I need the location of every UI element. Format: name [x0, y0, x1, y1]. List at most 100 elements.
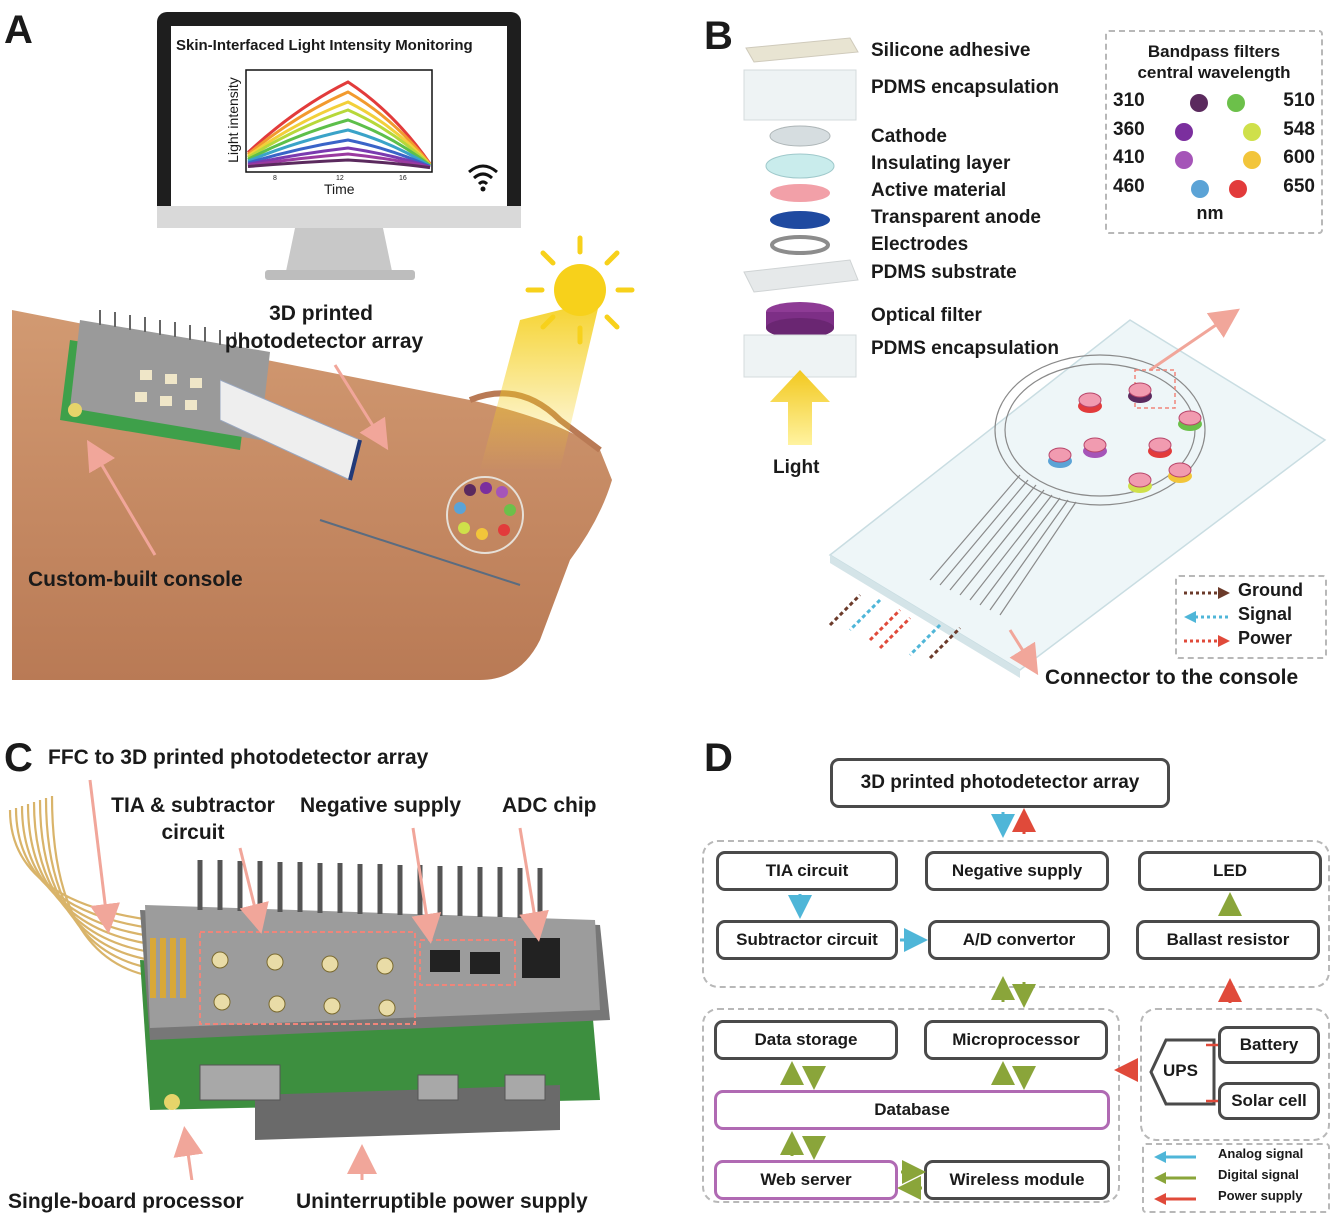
d-legend-arrow: [1154, 1172, 1196, 1184]
layer-label-4: Active material: [871, 180, 1007, 201]
label-tia-line2: circuit: [161, 821, 225, 844]
device-pixel: [1128, 382, 1152, 398]
chart-curve: [247, 90, 432, 166]
flow-arrows: [780, 808, 1242, 1200]
d-legend-box: [1142, 1143, 1330, 1213]
chart-curve: [247, 128, 431, 168]
layer-label-9: PDMS encapsulation: [871, 338, 1059, 359]
device-pixel: [1048, 447, 1072, 463]
chart-curve: [246, 80, 432, 165]
legend-arrow: [1184, 635, 1230, 647]
layer-label-7: PDMS substrate: [871, 262, 1017, 283]
box-led: LED: [1138, 851, 1322, 891]
d-legend-label: Digital signal: [1218, 1167, 1299, 1182]
digital-group: [702, 1008, 1120, 1203]
legend-label: Ground: [1238, 580, 1303, 600]
panel-d: D 3D printed photodetector array TIA cir…: [660, 710, 1333, 1217]
box-adc: A/D convertor: [928, 920, 1110, 960]
filter-right-dot: [1229, 179, 1247, 198]
filter-rows: 310 510 360 548 410 600 460 650: [1113, 90, 1315, 210]
panel-b-letter: B: [704, 14, 733, 58]
label-tia-line1: TIA & subtractor: [111, 794, 275, 817]
d-legend-arrow: [1154, 1193, 1196, 1205]
filter-left-dot: [1190, 94, 1208, 112]
label-sbp: Single-board processor: [8, 1190, 244, 1213]
filter-right-dot: [1243, 122, 1261, 141]
chart-curve: [247, 100, 432, 166]
photodetector-patch: [446, 476, 524, 554]
circuit-board-illustration: [8, 779, 610, 1180]
device-pixel: [1078, 392, 1102, 408]
label-console: Custom-built console: [28, 568, 243, 591]
filter-right-nm: 548: [1283, 118, 1315, 140]
sun-icon: [525, 235, 635, 345]
chart-curve: [247, 146, 431, 169]
patch-dot: [476, 528, 488, 540]
device-pixel: [1148, 437, 1172, 453]
layer-label-6: Electrodes: [871, 234, 969, 255]
device-pixel: [1168, 462, 1192, 478]
x-axis-label: Time: [324, 181, 355, 197]
label-array-line2: photodetector array: [224, 330, 424, 353]
pointer-arrows: [86, 364, 389, 556]
patch-dot: [504, 504, 516, 516]
filter-left-nm: 360: [1113, 118, 1145, 140]
label-adc: ADC chip: [502, 794, 597, 817]
box-wireless: Wireless module: [924, 1160, 1110, 1200]
monitor-icon: [157, 12, 521, 280]
legend-label: Power: [1238, 628, 1293, 648]
box-microprocessor: Microprocessor: [924, 1020, 1108, 1060]
power-group: [1140, 1008, 1330, 1141]
filter-right-nm: 510: [1283, 90, 1315, 111]
chart-curve: [247, 108, 432, 167]
monitor-chart: [245, 69, 433, 173]
patch-dot: [458, 522, 470, 534]
box-negative-supply: Negative supply: [925, 851, 1109, 891]
patch-dot: [496, 486, 508, 498]
panel-c-letter: C: [4, 736, 33, 780]
panel-a-letter: A: [4, 8, 33, 52]
chart-curve: [247, 158, 431, 170]
layer-label-8: Optical filter: [871, 305, 982, 326]
d-legend-arrow: [1154, 1151, 1196, 1163]
filter-left-dot: [1175, 122, 1193, 141]
patch-dot: [498, 524, 510, 536]
filters-unit: nm: [1196, 203, 1224, 223]
patch-dot: [454, 502, 466, 514]
device-pixel: [1083, 437, 1107, 453]
patch-dot: [464, 484, 476, 496]
box-battery: Battery: [1218, 1026, 1320, 1064]
panel-c: C FFC to 3D printed photodetector array …: [0, 710, 660, 1217]
box-subtractor: Subtractor circuit: [716, 920, 898, 960]
filters-title-line2: central wavelength: [1137, 63, 1291, 82]
layer-label-0: Silicone adhesive: [871, 40, 1031, 61]
signal-legend-box: [1175, 575, 1327, 659]
filter-left-nm: 310: [1113, 90, 1145, 111]
chart-curve: [247, 152, 431, 169]
x-tick-12: 12: [336, 175, 344, 182]
layer-label-3: Insulating layer: [871, 153, 1011, 174]
filter-right-nm: 650: [1283, 175, 1315, 197]
legend-label: Signal: [1238, 604, 1293, 624]
ffc-ribbon: [220, 379, 362, 481]
device-pixel: [1128, 472, 1152, 488]
chart-curve: [247, 118, 431, 167]
box-database: Database: [714, 1090, 1110, 1130]
ups-shape: [1149, 1038, 1216, 1106]
connector-label: Connector to the console: [1045, 666, 1299, 689]
legend-arrow: [1184, 587, 1230, 599]
layer-stack: [743, 37, 859, 445]
filters-box: [1105, 30, 1323, 234]
filter-left-nm: 460: [1113, 175, 1145, 197]
legend-arrow: [1184, 611, 1228, 623]
filter-right-dot: [1227, 94, 1245, 112]
label-negative: Negative supply: [300, 794, 462, 817]
chart-frame: [245, 69, 433, 173]
filter-right-nm: 600: [1283, 147, 1315, 168]
layer-label-5: Transparent anode: [871, 207, 1041, 228]
panel-d-letter: D: [704, 736, 733, 780]
patch-dot: [480, 482, 492, 494]
box-solar-cell: Solar cell: [1218, 1082, 1320, 1120]
filter-left-nm: 410: [1113, 147, 1145, 168]
